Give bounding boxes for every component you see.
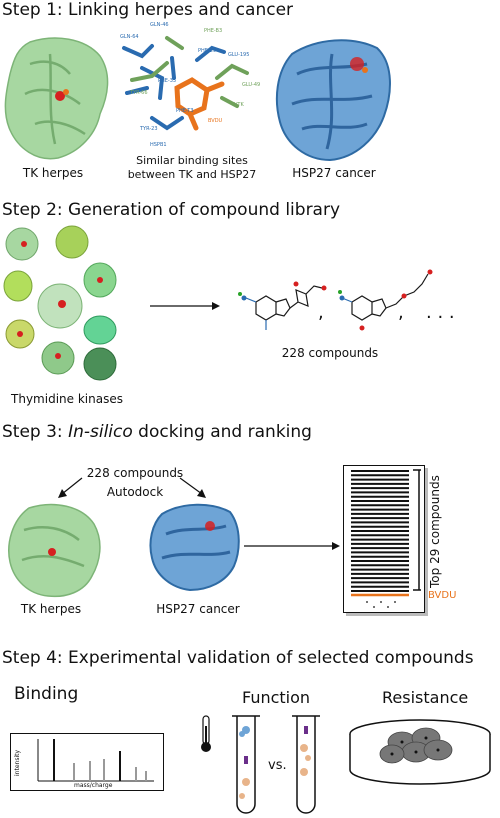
bvdu-label: BVDU (428, 590, 457, 601)
ranking-bars (351, 470, 409, 608)
resistance-label: Resistance (382, 688, 469, 707)
step3-hsp-protein-image (149, 503, 240, 592)
tk-herpes-protein-image (4, 37, 109, 160)
binding-site-stick-model (122, 36, 249, 131)
compound-separator-2: , (398, 302, 404, 323)
test-tubes-icon (232, 715, 320, 814)
step3-tk-protein-image (8, 503, 101, 598)
compound-2-structure (338, 269, 433, 331)
residue-glnb4: GLN-64 (120, 34, 139, 40)
residue-phet3: PHE-T3 (176, 108, 194, 114)
ranking-more-dot (394, 601, 396, 603)
function-label: Function (242, 688, 311, 707)
residue-tyr23: TYR-23 (140, 126, 158, 132)
residue-pheb3: PHE-B3 (204, 28, 223, 34)
step1-hsp-label: HSP27 cancer (292, 166, 376, 180)
autodock-label: Autodock (106, 485, 164, 499)
mass-spectrum-panel (10, 733, 164, 791)
ranking-more-dot (373, 606, 375, 608)
residue-phe33: PHE-33 (158, 78, 177, 84)
residue-vtk: VTK (234, 102, 244, 108)
residue-bvdu: BVDU (208, 118, 223, 124)
library-arrow-icon (150, 302, 220, 310)
hsp27-cancer-protein-image (275, 39, 391, 162)
step3-compounds-label: 228 compounds (86, 466, 184, 480)
x-axis-label: mass/charge (74, 782, 113, 789)
y-axis-label: intensity (14, 749, 21, 776)
residue-phe29: PHE-29 (198, 48, 217, 54)
residue-glu49: GLU-49 (242, 82, 261, 88)
docking-arrows-icon (58, 477, 206, 498)
vs-label: vs. (268, 758, 287, 773)
step3-hsp-label: HSP27 cancer (156, 602, 240, 616)
step4-title: Step 4: Experimental validation of selec… (2, 648, 474, 668)
step1-title: Step 1: Linking herpes and cancer (2, 0, 294, 20)
compound-separator-1: , (318, 302, 324, 323)
top-29-label: Top 29 compounds (428, 475, 442, 588)
step2-title: Step 2: Generation of compound library (2, 200, 341, 220)
step2-compounds-label: 228 compounds (281, 346, 379, 360)
ranking-more-dot (366, 601, 368, 603)
compound-ellipsis: . . . (426, 302, 455, 323)
binding-caption-line1: Similar binding sites (136, 154, 248, 167)
step3-title: Step 3: In-silico docking and ranking (2, 422, 312, 442)
top-compounds-bracket (413, 469, 421, 591)
binding-caption-line2: between TK and HSP27 (127, 168, 257, 181)
ranking-more-dot (387, 606, 389, 608)
thymidine-kinases-label: Thymidine kinases (11, 392, 123, 406)
ranking-more-dot (380, 601, 382, 603)
residue-hspb1: HSPB1 (150, 142, 167, 148)
step1-tk-label: TK herpes (22, 166, 84, 180)
residue-glu195: GLU-195 (228, 52, 250, 58)
binding-label: Binding (14, 684, 79, 704)
petri-dish-icon (349, 719, 491, 785)
thermometer-icon (201, 715, 211, 752)
compound-1-structure (238, 281, 327, 330)
residue-glnb6: GLN-46 (150, 22, 169, 28)
mass-spectrum-peaks (37, 739, 154, 782)
thymidine-kinase-cluster (3, 225, 117, 381)
step3-tk-label: TK herpes (20, 602, 82, 616)
residue-tyr66: TYR-66 (130, 90, 148, 96)
ranking-arrow-icon (244, 542, 340, 550)
